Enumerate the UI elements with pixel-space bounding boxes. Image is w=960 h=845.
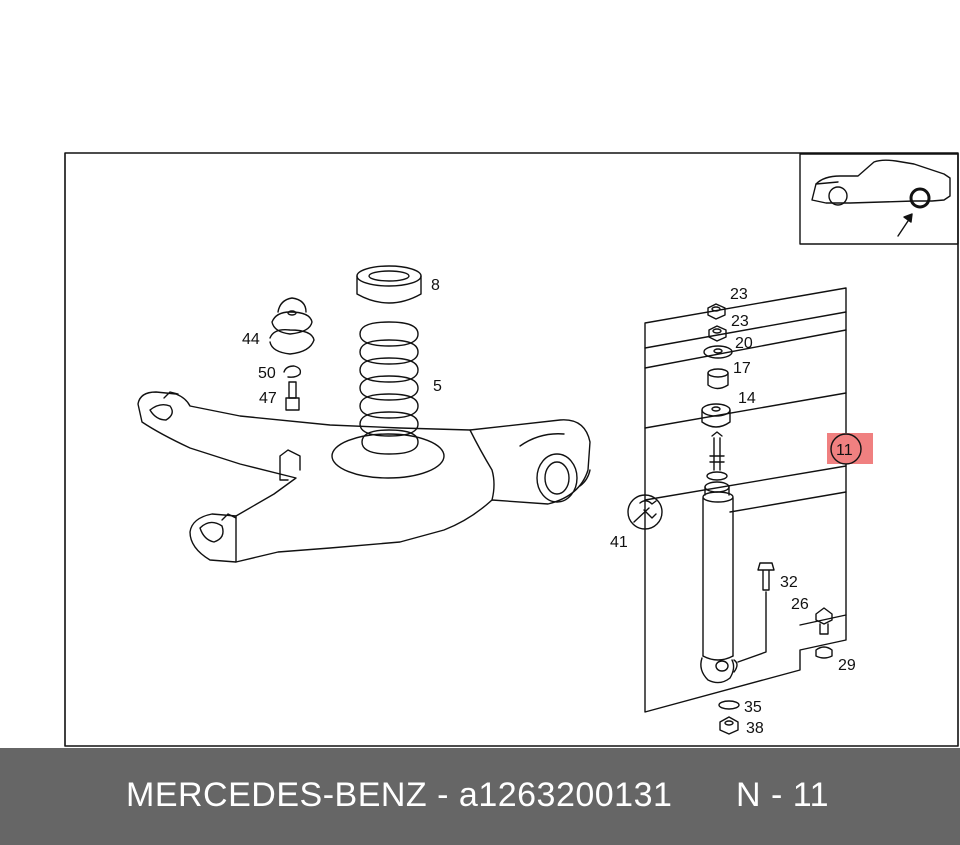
callout-8: 8 [431,277,440,294]
callout-5: 5 [433,378,442,395]
parts-diagram: 8 44 5 50 47 23 23 20 17 14 11 41 32 26 … [64,152,959,747]
callout-23-lower: 23 [731,313,749,330]
bolt-32 [757,562,775,591]
bolt-26 [815,607,833,635]
callout-23-upper: 23 [730,286,748,303]
callout-32: 32 [780,574,798,591]
shock-absorber [700,431,738,684]
callout-circle-11 [830,433,862,465]
callout-29: 29 [838,657,856,674]
callout-38: 38 [746,720,764,737]
diagram-frame [64,152,959,747]
rear-control-arm [137,391,591,563]
callout-50: 50 [258,365,276,382]
top-nut-upper [707,303,726,320]
top-nut-lower [708,325,727,342]
rubber-mount-14 [701,403,731,428]
vehicle-silhouette [815,181,839,185]
callout-44: 44 [242,331,260,348]
bushing-17 [707,368,729,390]
bump-stop-44 [269,297,315,355]
nut-29 [815,646,833,659]
callout-26: 26 [791,596,809,613]
nut-38 [719,716,739,735]
vehicle-locator-inset [799,153,959,245]
caption-bar: MERCEDES-BENZ - a1263200131 N - 11 [0,748,960,845]
callout-11: 11 [836,442,853,459]
callout-47: 47 [259,390,277,407]
shock-absorber-panel [644,287,847,713]
washer-20 [703,345,733,359]
rear-wheel-marker [909,187,931,209]
callout-14: 14 [738,390,756,407]
washer-50 [283,365,302,378]
callout-35: 35 [744,699,762,716]
washer-35 [718,700,740,710]
wrench-icon [627,494,663,530]
spring-pad-8 [356,265,422,304]
position-reference: N - 11 [736,776,830,814]
screw-47 [285,381,300,411]
part-number-caption: MERCEDES-BENZ - a1263200131 [126,776,673,814]
locator-arrow [897,217,911,237]
callout-17: 17 [733,360,751,377]
callout-20: 20 [735,335,753,352]
callout-41: 41 [610,534,628,551]
